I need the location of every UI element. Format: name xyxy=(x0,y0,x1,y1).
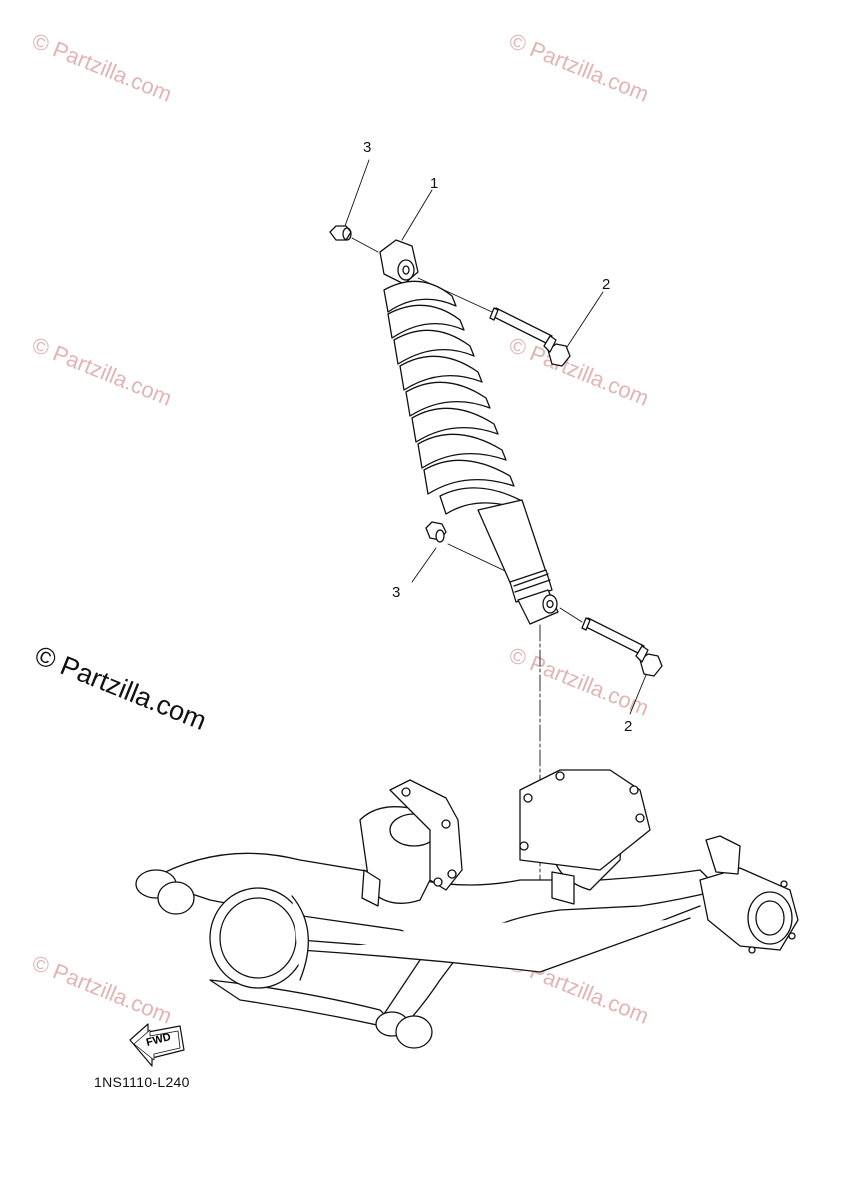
callout-2: 2 xyxy=(624,718,633,735)
flange-bolt-lower xyxy=(581,617,663,677)
flange-nut-lower xyxy=(425,521,447,543)
rear-shock-absorber xyxy=(379,239,559,625)
callout-3: 3 xyxy=(392,584,401,601)
diagram-code: 1NS1110-L240 xyxy=(94,1074,190,1090)
callout-1: 1 xyxy=(430,175,439,192)
flange-bolt-upper xyxy=(489,307,571,367)
callout-2: 2 xyxy=(602,276,611,293)
coil-spring xyxy=(383,280,523,515)
fwd-arrow xyxy=(129,1023,185,1067)
rear-arm xyxy=(135,769,799,1049)
flange-nut-upper xyxy=(329,225,352,241)
callout-3: 3 xyxy=(363,139,372,156)
